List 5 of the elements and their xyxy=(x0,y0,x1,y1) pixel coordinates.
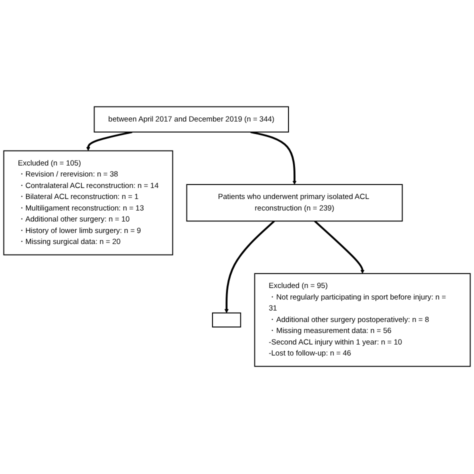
node-box xyxy=(212,312,242,328)
arrow xyxy=(224,220,275,314)
arrow xyxy=(86,132,132,152)
arrow xyxy=(250,132,297,186)
arrow xyxy=(314,220,365,274)
